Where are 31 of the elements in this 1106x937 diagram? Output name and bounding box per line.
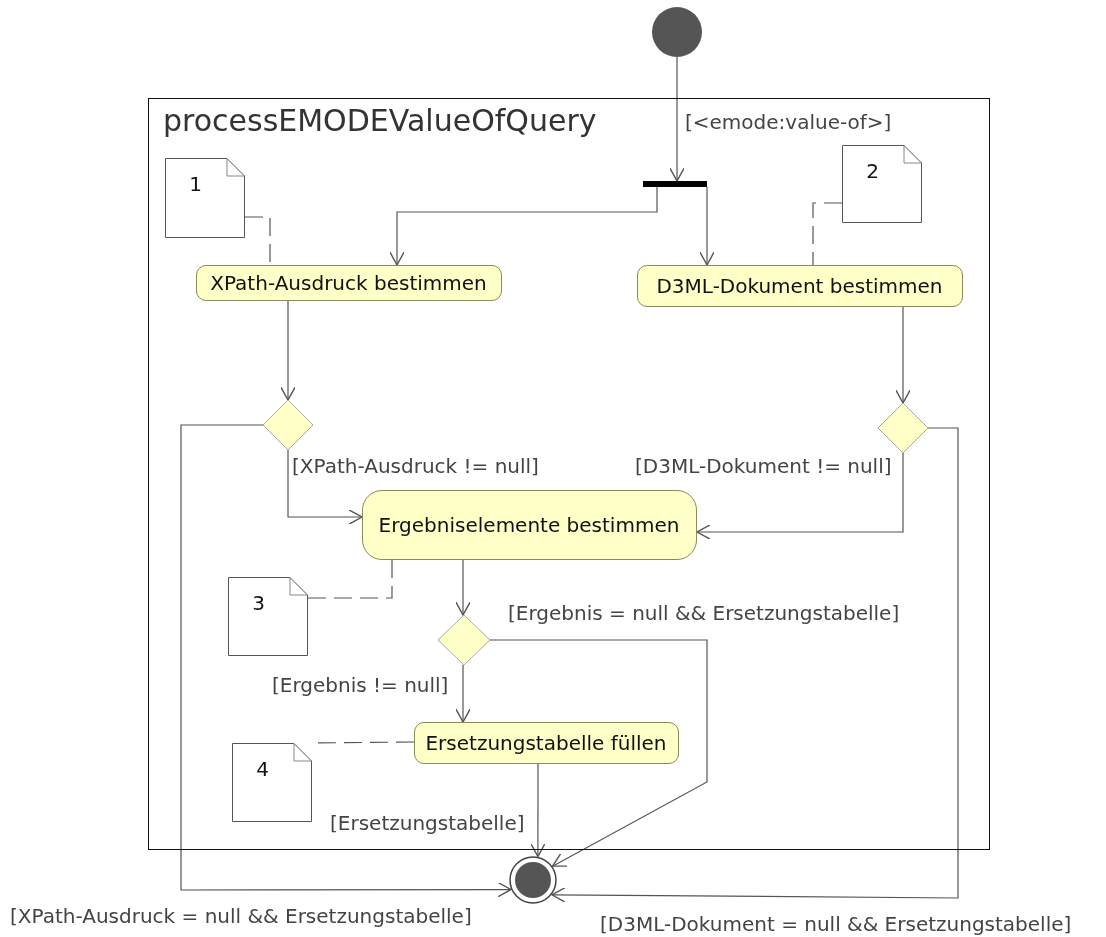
arrow [389,186,658,266]
arrow [530,763,546,858]
action-box: Ergebniselemente bestimmen [361,489,697,560]
arrow [280,300,296,401]
note-number: 1 [188,171,203,196]
note-link [812,202,843,266]
arrow [180,424,512,898]
fork-bar [642,180,707,187]
activity-frame [148,98,990,850]
note-number: 2 [865,158,880,183]
note-link [307,559,393,599]
arrow [895,306,911,404]
arrow [489,639,708,867]
final-node [509,856,557,904]
arrow [551,427,959,903]
action-box: XPath-Ausdruck bestimmen [195,264,502,301]
decision-diamond [437,614,490,665]
initial-node [652,7,702,57]
arrow [699,186,715,266]
arrow [669,56,685,182]
arrow [696,452,904,540]
arrow [455,664,471,723]
decision-diamond [877,402,928,453]
note-number: 3 [251,590,266,615]
action-box: D3ML-Dokument bestimmen [636,264,963,307]
action-box: Ersetzungstabelle füllen [413,721,679,764]
arrow [455,559,471,616]
note-number: 4 [255,756,270,781]
frame-title: processEMODEValueOfQuery [163,103,597,138]
arrow [287,449,363,525]
decision-diamond [262,399,313,450]
